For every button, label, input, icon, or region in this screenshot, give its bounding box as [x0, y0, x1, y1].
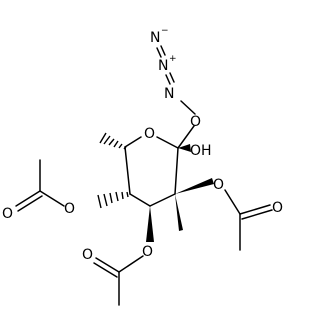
bond-c2-c3 [149, 193, 176, 207]
bond-right-carbonyl-double-a [239, 204, 271, 215]
bond-c1-c2 [174, 147, 179, 195]
c3-oac-wedge-bond [146, 206, 154, 242]
right-carbonyl-oxygen-label: O [272, 200, 283, 216]
bond-c4-c5 [124, 146, 131, 195]
left-ether-oxygen-label: O [64, 201, 75, 217]
azide-n2-label: N [158, 58, 168, 74]
bond-n2-n3-a [156, 47, 162, 58]
anomeric-oh-label: OH [190, 143, 212, 159]
bond-bottom-carbonyl-double-b [93, 262, 118, 278]
bond-bottom-carbonyl-double-a [95, 257, 120, 273]
bond-right-o-carbonyl-c [224, 189, 241, 215]
structure-diagram: O OH O N N + N − O O O O O O [2, 26, 283, 306]
left-carbonyl-oxygen-label: O [2, 206, 13, 222]
bond-ring-o-c1 [156, 136, 179, 149]
bond-link-o-n1 [180, 100, 196, 115]
bond-left-carbonyl-double-a [15, 190, 41, 207]
c1-oh-wedge-bond [178, 144, 191, 152]
bond-c1-link-o [177, 125, 195, 149]
bottom-carbonyl-oxygen-label: O [82, 247, 93, 263]
bond-left-o-carbonyl-c [39, 190, 65, 207]
c2-methyl-wedge-bond [175, 194, 183, 231]
bond-n1-n2-b [169, 72, 175, 83]
right-ether-oxygen-label: O [213, 177, 224, 193]
ring-oxygen-label: O [144, 126, 155, 142]
bond-n1-n2-a [165, 74, 171, 85]
bond-n2-n3-b [160, 45, 166, 56]
bottom-ether-oxygen-label: O [142, 244, 153, 260]
bond-c5-ring-o [124, 136, 142, 148]
bond-bottom-o-carbonyl-c [118, 255, 144, 273]
c5-methyl-hashed-bond [99, 132, 127, 150]
link-oxygen-label: O [190, 114, 201, 130]
pyranose-ring [124, 136, 179, 207]
azide-n2-charge: + [169, 54, 177, 64]
bond-c3-c4 [129, 193, 151, 207]
azide-n1-label: N [164, 86, 174, 102]
c4-oac-hashed-bond [97, 191, 129, 209]
bond-right-carbonyl-double-b [241, 209, 273, 220]
bond-left-carbonyl-double-b [17, 195, 43, 212]
azide-n3-label: N [150, 30, 160, 46]
c2-oac-wedge-bond [175, 178, 214, 194]
azide-n3-charge: − [161, 26, 169, 36]
